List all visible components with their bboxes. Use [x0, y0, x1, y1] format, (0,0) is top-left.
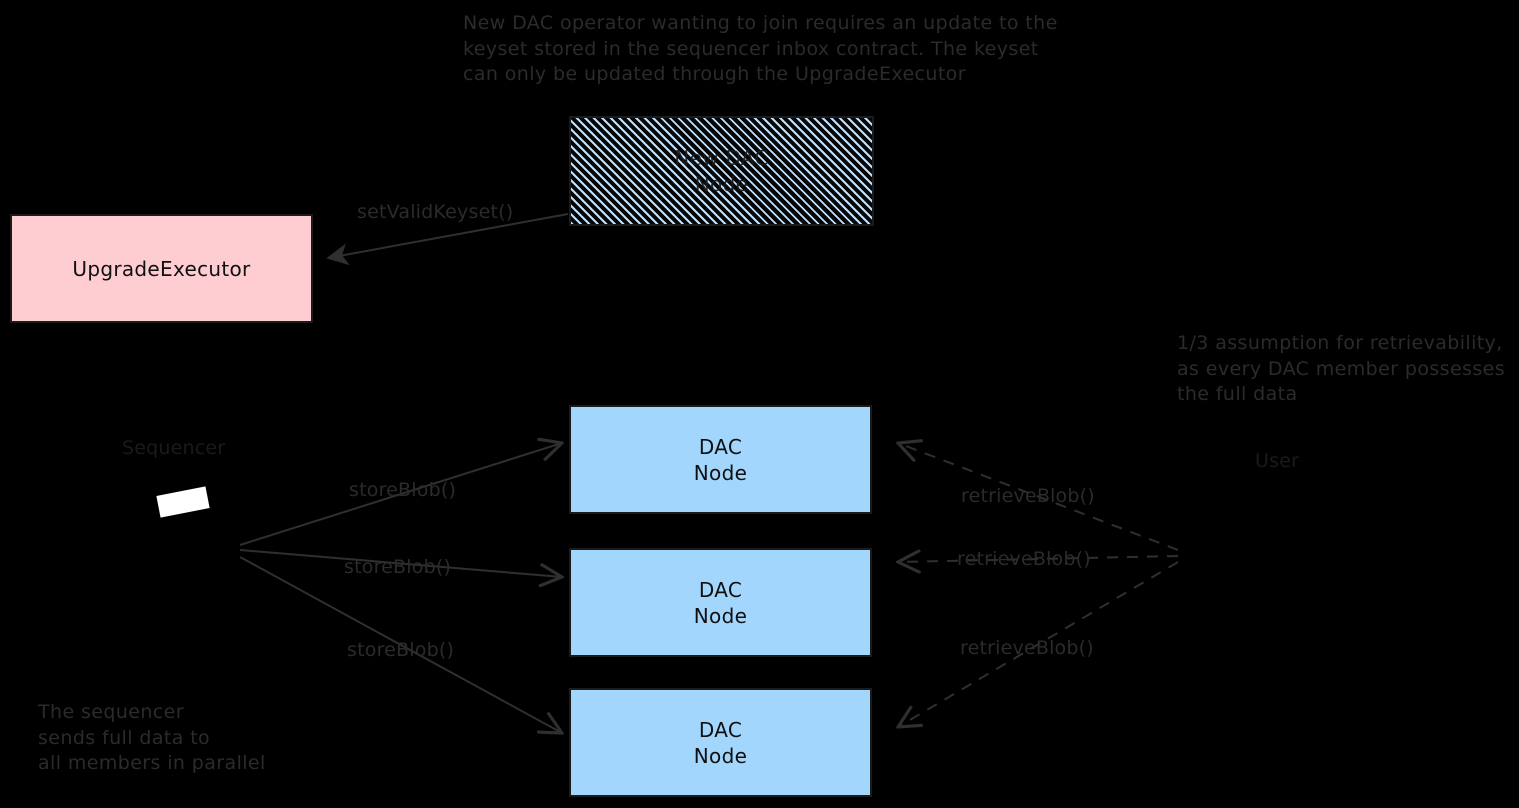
edge-label-retrieve-blob-2: retrieveBlob() — [957, 548, 1091, 570]
edge-set-valid-keyset — [326, 213, 569, 266]
edge-label-store-blob-1: storeBlob() — [349, 479, 457, 501]
edge-store-blob-3 — [239, 556, 562, 733]
edge-label-store-blob-3: storeBlob() — [347, 639, 455, 661]
edge-label-retrieve-blob-3: retrieveBlob() — [960, 637, 1094, 659]
node-new-dac-node[interactable]: New DAC Node — [569, 116, 874, 226]
node-dac-node-1-label: DAC Node — [693, 434, 748, 485]
node-upgrade-executor-label: UpgradeExecutor — [72, 256, 251, 281]
node-dac-node-2-label: DAC Node — [693, 577, 748, 628]
edge-retrieve-blob-2 — [898, 556, 1179, 562]
edge-label-store-blob-2: storeBlob() — [344, 556, 452, 578]
node-new-dac-node-label: New DAC Node — [674, 146, 769, 196]
node-dac-node-3[interactable]: DAC Node — [569, 688, 872, 797]
edge-store-blob-1 — [239, 443, 562, 546]
edge-retrieve-blob-3 — [898, 561, 1179, 727]
edge-store-blob-2 — [239, 549, 562, 577]
node-dac-node-3-label: DAC Node — [693, 717, 748, 768]
edge-label-set-valid-keyset: setValidKeyset() — [357, 201, 514, 223]
note-right: 1/3 assumption for retrievability, as ev… — [1177, 332, 1506, 405]
node-dac-node-1[interactable]: DAC Node — [569, 405, 872, 514]
node-dac-node-2[interactable]: DAC Node — [569, 548, 872, 657]
note-bottom-left: The sequencer sends full data to all mem… — [38, 701, 266, 774]
edge-retrieve-blob-1 — [898, 443, 1179, 551]
node-upgrade-executor[interactable]: UpgradeExecutor — [10, 214, 313, 323]
note-top: New DAC operator wanting to join require… — [463, 12, 1058, 85]
actor-sequencer-label: Sequencer — [122, 437, 226, 459]
edge-label-retrieve-blob-1: retrieveBlob() — [961, 485, 1095, 507]
actor-user-label: User — [1255, 450, 1300, 472]
